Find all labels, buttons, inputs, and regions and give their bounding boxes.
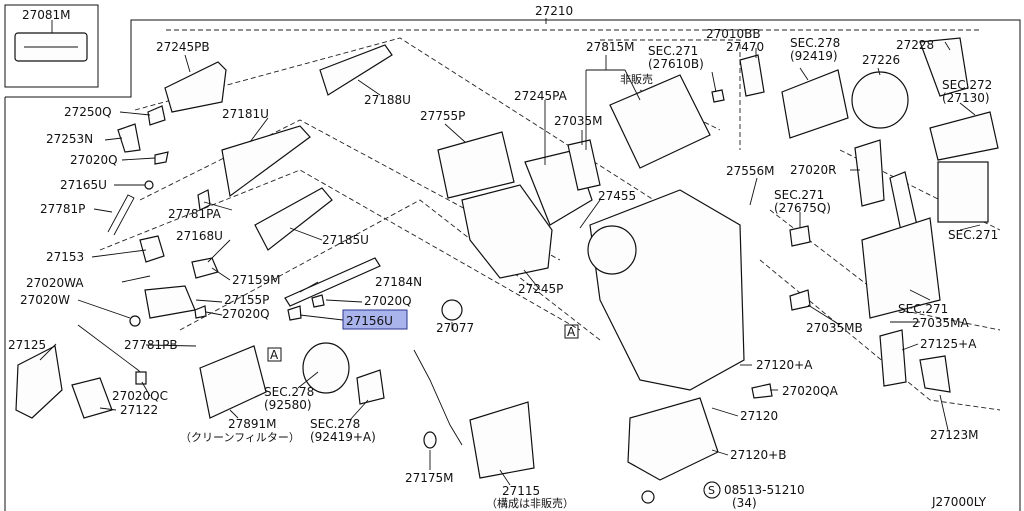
highlight-27156U[interactable]: [342, 309, 408, 330]
label-27123m[interactable]: 27123M: [930, 428, 979, 442]
label-27159M[interactable]: 27159M: [232, 273, 281, 287]
label-27035MB[interactable]: 27035MB: [806, 321, 863, 335]
label-27122[interactable]: 27122: [120, 403, 158, 417]
label-27181U[interactable]: 27181U: [222, 107, 269, 121]
label-27891M[interactable]: 27891M: [228, 417, 277, 431]
label-27125a[interactable]: 27125+A: [920, 337, 977, 351]
marker-a-2-label: A: [567, 325, 576, 339]
label-27185U[interactable]: 27185U: [322, 233, 369, 247]
label-27020W[interactable]: 27020W: [20, 293, 70, 307]
label-sec271-27610b[interactable]: SEC.271: [648, 44, 698, 58]
label-27815M[interactable]: 27815M: [586, 40, 635, 54]
label-27010BB[interactable]: 27010BB: [706, 27, 761, 41]
label-sec271-27675q-sub: (27675Q): [774, 201, 831, 215]
label-27781PB[interactable]: 27781PB: [124, 338, 178, 352]
label-27755P[interactable]: 27755P: [420, 109, 465, 123]
label-27120a[interactable]: 27120+A: [756, 358, 813, 372]
label-27153[interactable]: 27153: [46, 250, 84, 264]
label-27250Q[interactable]: 27250Q: [64, 105, 112, 119]
label-27245PA[interactable]: 27245PA: [514, 89, 568, 103]
label-screw-qty: (34): [732, 496, 757, 510]
label-27253N[interactable]: 27253N: [46, 132, 93, 146]
label-27226[interactable]: 27226: [862, 53, 900, 67]
label-27120b[interactable]: 27120+B: [730, 448, 786, 462]
part-27081M-inset: 27081M: [4, 4, 99, 88]
label-27115-note: （構成は非販売）: [486, 497, 574, 510]
label-27245PB[interactable]: 27245PB: [156, 40, 210, 54]
label-27120[interactable]: 27120: [740, 409, 778, 423]
left-column-parts: [15, 44, 535, 479]
center-right-parts: [437, 37, 999, 504]
label-27020R[interactable]: 27020R: [790, 163, 837, 177]
part-labels: 27210 27245PB 27250Q 27253N 27020Q 27165…: [8, 4, 998, 510]
label-27165U[interactable]: 27165U: [60, 178, 107, 192]
label-sec271-mid[interactable]: SEC.271: [898, 302, 948, 316]
marker-a-1-label: A: [270, 348, 279, 362]
diagram-code: J27000LY: [931, 495, 987, 509]
label-27156U[interactable]: 27156U: [346, 314, 393, 328]
label-27245P[interactable]: 27245P: [518, 282, 563, 296]
label-27210[interactable]: 27210: [535, 4, 573, 18]
screw-mark: S: [708, 484, 715, 497]
label-27184N[interactable]: 27184N: [375, 275, 422, 289]
label-27155P[interactable]: 27155P: [224, 293, 269, 307]
label-sec271-27610b-sub: (27610B): [648, 57, 704, 71]
label-27115[interactable]: 27115: [502, 484, 540, 498]
label-sec271-right[interactable]: SEC.271: [948, 228, 998, 242]
label-27188U[interactable]: 27188U: [364, 93, 411, 107]
section-marker-a-1: A: [267, 347, 282, 362]
label-sec278-92419[interactable]: SEC.278: [790, 36, 840, 50]
label-27470[interactable]: 27470: [726, 40, 764, 54]
label-27020Q-b[interactable]: 27020Q: [222, 307, 270, 321]
label-27125[interactable]: 27125: [8, 338, 46, 352]
label-27455[interactable]: 27455: [598, 189, 636, 203]
screw-symbol: [703, 481, 721, 499]
label-27020Q-c[interactable]: 27020Q: [364, 294, 412, 308]
section-marker-a-2: A: [564, 324, 579, 339]
label-27815M-note: 非販売: [620, 73, 653, 86]
label-27556M[interactable]: 27556M: [726, 164, 775, 178]
label-sec278-92419a[interactable]: SEC.278: [310, 417, 360, 431]
label-27020WA[interactable]: 27020WA: [26, 276, 84, 290]
label-sec278-92419-sub: (92419): [790, 49, 838, 63]
label-27228[interactable]: 27228: [896, 38, 934, 52]
label-sec272[interactable]: SEC.272: [942, 78, 992, 92]
label-sec272-sub: (27130): [942, 91, 990, 105]
label-27081M: 27081M: [22, 8, 71, 22]
label-27035M[interactable]: 27035M: [554, 114, 603, 128]
label-27035MA[interactable]: 27035MA: [912, 316, 970, 330]
label-sec278-92580[interactable]: SEC.278: [264, 385, 314, 399]
label-27175M[interactable]: 27175M: [405, 471, 454, 485]
label-27020qa[interactable]: 27020QA: [782, 384, 839, 398]
label-screw[interactable]: 08513-51210: [724, 483, 805, 497]
label-27891M-note: （クリーンフィルター）: [180, 431, 300, 444]
leader-lines: [39, 41, 981, 486]
label-27020QC[interactable]: 27020QC: [112, 389, 168, 403]
outer-frame: [4, 19, 1021, 511]
label-sec278-92580-sub: (92580): [264, 398, 312, 412]
label-27020Q-a[interactable]: 27020Q: [70, 153, 118, 167]
label-27168U[interactable]: 27168U: [176, 229, 223, 243]
label-sec271-27675q[interactable]: SEC.271: [774, 188, 824, 202]
label-27077[interactable]: 27077: [436, 321, 474, 335]
label-sec278-92419a-sub: (92419+A): [310, 430, 376, 444]
label-27781PA[interactable]: 27781PA: [168, 207, 222, 221]
label-27781P[interactable]: 27781P: [40, 202, 85, 216]
